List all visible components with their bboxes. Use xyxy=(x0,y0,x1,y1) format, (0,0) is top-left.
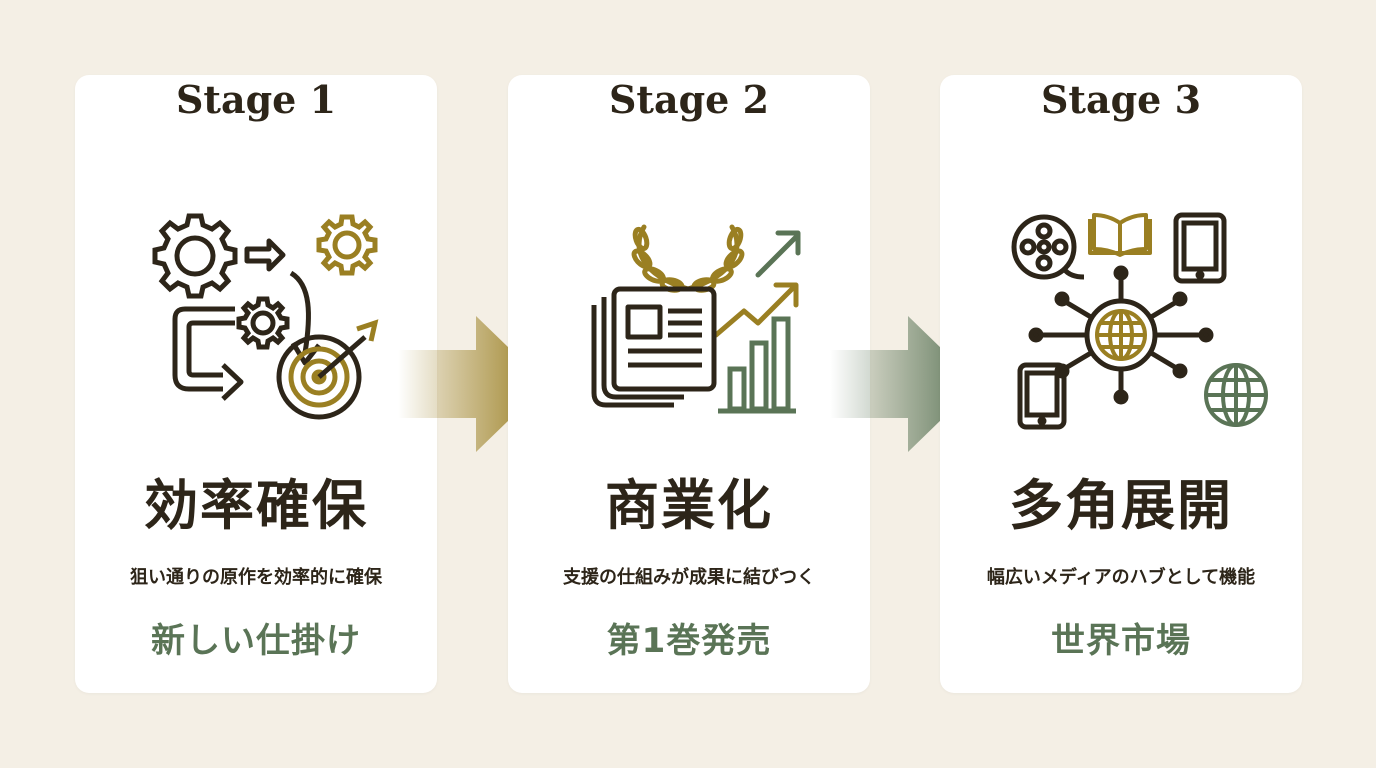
trend-arrow-icon xyxy=(713,282,799,338)
loop-arrow-icon xyxy=(172,306,244,401)
stage-headline: 多角展開 xyxy=(1009,473,1233,537)
globe-icon xyxy=(1095,309,1147,361)
stage-3-illustration xyxy=(980,205,1268,435)
book-icon xyxy=(1088,213,1152,257)
newspaper-icon xyxy=(591,286,717,408)
globe-icon xyxy=(1204,363,1268,427)
gear-icon xyxy=(152,213,238,299)
gear-icon xyxy=(316,214,378,276)
stage-headline: 商業化 xyxy=(605,473,773,537)
stage-3-icons xyxy=(1011,212,1268,430)
bar-chart-icon xyxy=(718,316,796,414)
stage-label: Stage 2 xyxy=(608,77,770,122)
stage-card-2: Stage 2 xyxy=(508,75,870,693)
arrow-icon xyxy=(244,238,286,272)
stage-2-illustration xyxy=(548,205,830,435)
stage-2-icons xyxy=(591,224,801,414)
stage-label: Stage 3 xyxy=(1040,77,1202,122)
stage-card-1: Stage 1 xyxy=(75,75,437,693)
stage-tag: 新しい仕掛け xyxy=(151,621,361,661)
stage-description: 支援の仕組みが成果に結びつく xyxy=(563,567,815,588)
tablet-icon xyxy=(1173,212,1227,284)
trend-arrow-icon xyxy=(755,230,801,278)
stage-card-3: Stage 3 xyxy=(940,75,1302,693)
target-icon xyxy=(276,319,379,420)
stage-label: Stage 1 xyxy=(175,77,337,122)
stage-1-icons xyxy=(152,213,379,420)
gear-icon xyxy=(236,296,290,350)
tablet-icon xyxy=(1017,362,1067,430)
stage-tag: 世界市場 xyxy=(1051,621,1191,661)
laurel-icon xyxy=(631,224,745,293)
stage-1-illustration xyxy=(115,205,397,435)
stage-description: 狙い通りの原作を効率的に確保 xyxy=(130,567,382,588)
stage-headline: 効率確保 xyxy=(144,473,368,537)
film-reel-icon xyxy=(1011,214,1085,280)
stage-description: 幅広いメディアのハブとして機能 xyxy=(986,567,1256,588)
stage-tag: 第1巻発売 xyxy=(606,621,772,661)
